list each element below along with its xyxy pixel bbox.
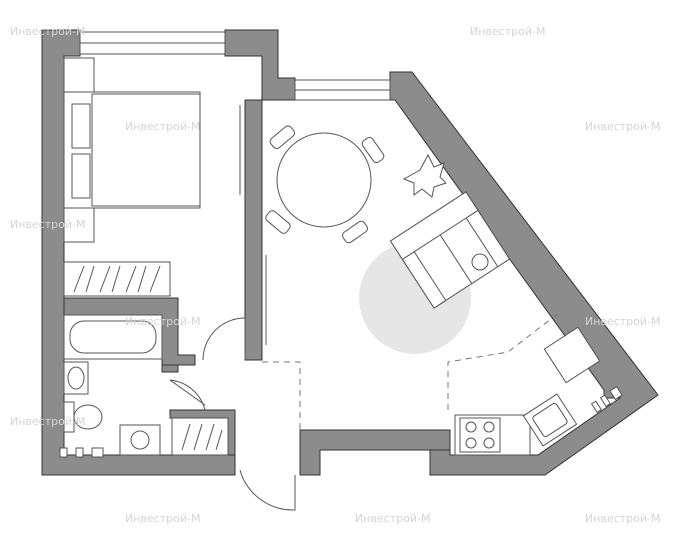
stove — [459, 417, 501, 453]
cushion — [471, 253, 489, 271]
watermark: Инвестрой-М — [585, 120, 660, 133]
wardrobe-hall — [171, 417, 229, 456]
sofa — [389, 191, 511, 309]
vent — [75, 447, 84, 458]
door-bathroom[interactable] — [169, 379, 206, 411]
watermark: Инвестрой-М — [10, 415, 85, 428]
watermark: Инвестрой-М — [10, 218, 85, 231]
zone-boundary — [262, 361, 301, 430]
kitchen-sink — [522, 393, 578, 447]
door-entrance[interactable] — [239, 469, 296, 511]
watermark: Инвестрой-М — [470, 25, 545, 38]
wardrobe-bedroom — [63, 261, 171, 297]
vents-kitchen — [590, 385, 623, 413]
door-bedroom[interactable] — [202, 317, 246, 361]
zone-boundary — [447, 311, 561, 410]
watermark: Инвестрой-М — [125, 512, 200, 525]
watermark: Инвестрой-М — [10, 25, 85, 38]
bathtub — [63, 314, 163, 360]
vent — [91, 447, 104, 458]
watermark: Инвестрой-М — [125, 315, 200, 328]
washing-machine — [119, 424, 161, 456]
bed — [63, 91, 201, 209]
plant-icon — [402, 153, 447, 198]
watermark: Инвестрой-М — [585, 512, 660, 525]
watermark: Инвестрой-М — [355, 512, 430, 525]
nightstand — [63, 207, 95, 243]
watermarks: Инвестрой-М Инвестрой-М Инвестрой-М Инве… — [10, 25, 660, 525]
nightstand — [63, 57, 95, 93]
dining-table — [265, 125, 385, 244]
vent — [59, 447, 68, 458]
windows — [79, 31, 391, 101]
watermark: Инвестрой-М — [125, 120, 200, 133]
toilet — [63, 401, 103, 433]
fridge — [543, 326, 601, 384]
sink — [63, 361, 89, 395]
watermark: Инвестрой-М — [585, 315, 660, 328]
